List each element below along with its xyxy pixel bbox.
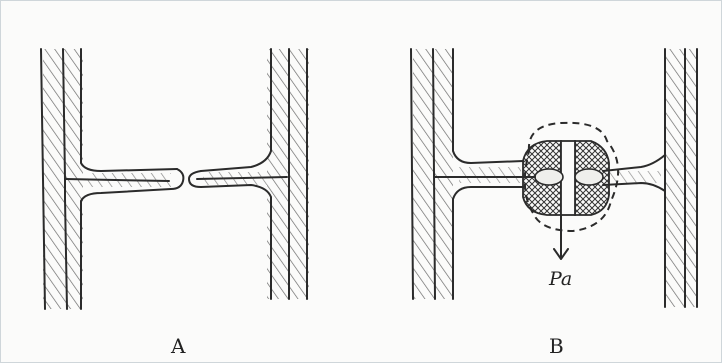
panel-b-label: B [549, 334, 564, 358]
panel-b-right-canal [603, 155, 665, 191]
panel-b: Pa B [411, 49, 697, 358]
panel-b-torus [523, 141, 609, 215]
panel-b-right-cell-wall [665, 49, 697, 307]
panel-b-pointer-arrow [554, 215, 568, 259]
panel-a: A [41, 49, 309, 358]
panel-b-annotation-pa: Pa [548, 268, 572, 290]
panel-a-label: A [170, 334, 186, 358]
